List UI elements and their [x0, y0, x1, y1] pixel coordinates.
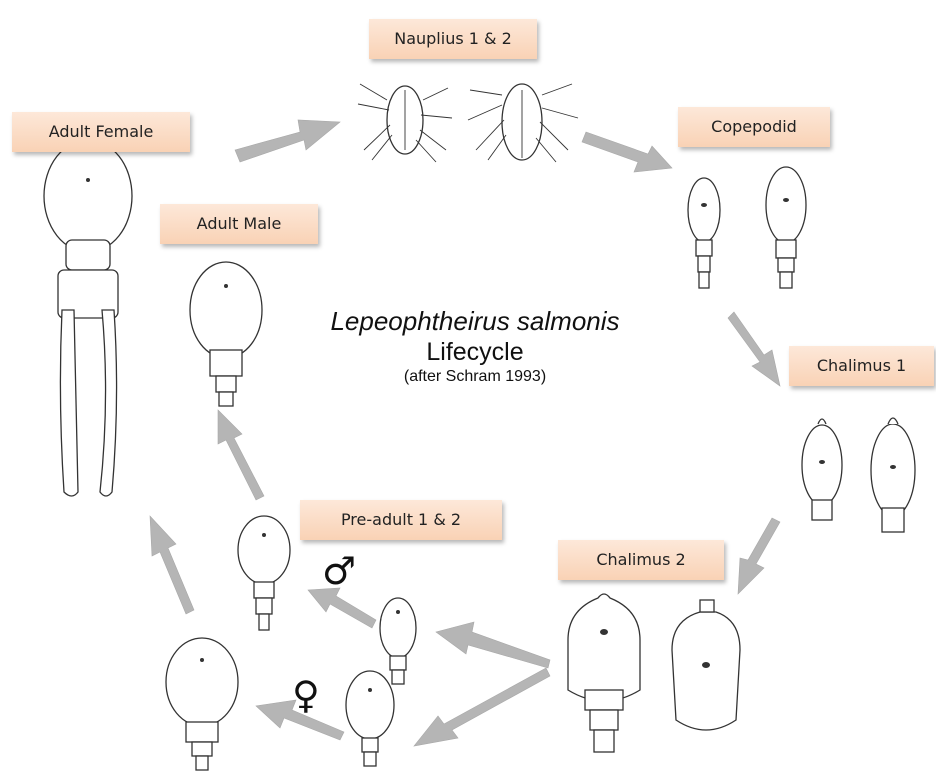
preadult-female-2-drawing — [166, 638, 238, 770]
stage-label-chalimus2: Chalimus 2 — [558, 540, 724, 580]
copepodid-2-drawing — [766, 167, 806, 288]
nauplius-2-drawing — [468, 84, 578, 162]
adult-male-drawing — [190, 262, 262, 406]
stage-label-copepodid: Copepodid — [678, 107, 830, 147]
female-symbol: ♀ — [292, 676, 320, 714]
stage-label-preadult: Pre-adult 1 & 2 — [300, 500, 502, 540]
chalimus-1b-drawing — [871, 418, 915, 532]
adult-female-drawing — [44, 140, 132, 496]
chalimus-2b-drawing — [672, 600, 740, 730]
species-name: Lepeophtheirus salmonis — [300, 305, 650, 337]
preadult-male-drawing — [380, 598, 416, 684]
stage-label-adult-male: Adult Male — [160, 204, 318, 244]
diagram-title-block: Lepeophtheirus salmonis Lifecycle (after… — [300, 305, 650, 387]
diagram-title: Lifecycle — [300, 337, 650, 367]
male-symbol: ♂ — [322, 552, 356, 590]
copepodid-1-drawing — [688, 178, 720, 288]
chalimus-2a-drawing — [568, 594, 640, 752]
stage-label-chalimus1: Chalimus 1 — [789, 346, 934, 386]
nauplius-1-drawing — [358, 84, 452, 162]
preadult-drawing — [238, 516, 290, 630]
chalimus-1a-drawing — [802, 419, 842, 520]
preadult-female-drawing — [346, 671, 394, 766]
stage-label-nauplius: Nauplius 1 & 2 — [369, 19, 537, 59]
stage-label-adult-female: Adult Female — [12, 112, 190, 152]
source-note: (after Schram 1993) — [300, 367, 650, 387]
